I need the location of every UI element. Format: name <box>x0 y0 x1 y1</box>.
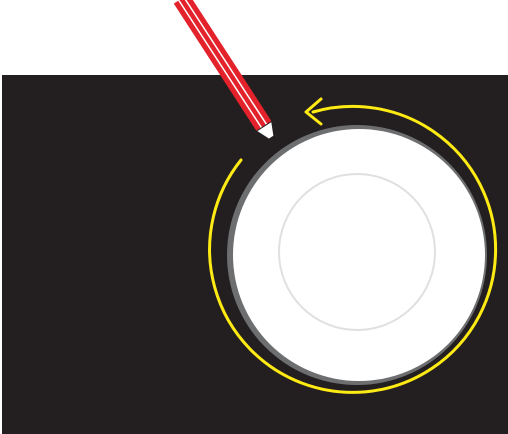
plate-inner-ring <box>278 173 436 331</box>
pencil-body <box>173 0 272 132</box>
plate <box>227 125 487 385</box>
pencil-stripe <box>178 0 263 129</box>
pencil-stripe <box>183 0 268 126</box>
pencil-lead <box>268 135 275 143</box>
circular-arrow-icon <box>208 97 498 394</box>
arrowhead <box>304 97 323 126</box>
plate-face <box>233 129 485 381</box>
pencil-icon <box>173 0 276 145</box>
pencil-tip <box>255 120 276 145</box>
direction-arc <box>208 104 498 394</box>
